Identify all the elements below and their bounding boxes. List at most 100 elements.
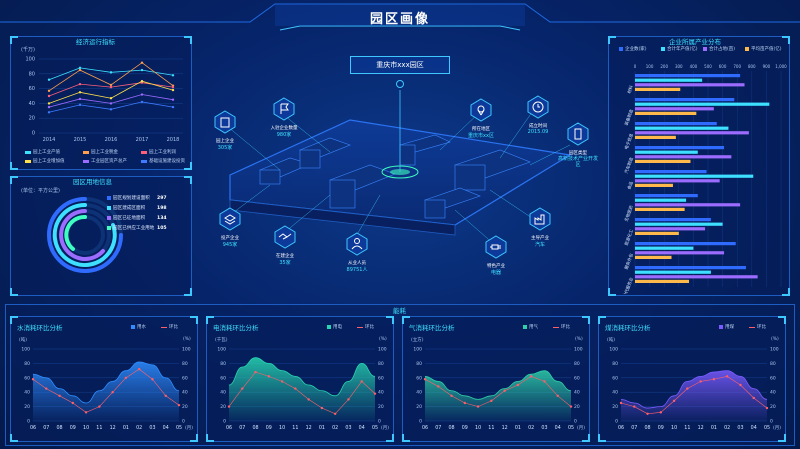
industry-bar <box>635 102 770 106</box>
energy-legend-b[interactable]: 环比 <box>357 324 374 330</box>
energy-y-tick-right: 20 <box>574 404 580 410</box>
energy-x-tick: 07 <box>435 425 441 431</box>
legend-label: 环比 <box>365 325 374 330</box>
energy-y-tick-left: 0 <box>27 419 30 425</box>
energy-ratio-point <box>423 378 427 381</box>
energy-area-line <box>228 357 376 397</box>
legend-label: 环比 <box>561 325 570 330</box>
building-icon <box>214 110 236 134</box>
energy-x-tick: 06 <box>226 425 232 431</box>
energy-y-tick-left: 40 <box>220 390 226 396</box>
energy-x-tick: 11 <box>488 425 494 431</box>
legend-label: 用电 <box>333 325 342 330</box>
energy-panel-title: 水消耗环比分析 <box>17 324 63 332</box>
industry-bar <box>635 74 741 78</box>
legend-swatch <box>141 150 147 154</box>
econ-legend-item[interactable]: 园上工业增加值 <box>25 158 65 164</box>
energy-legend-a[interactable]: 用水 <box>131 324 146 330</box>
industry-legend-item[interactable]: 合计占地(亩) <box>703 46 735 52</box>
energy-y-tick-left: 100 <box>413 347 422 353</box>
industry-legend-item[interactable]: 企业数(家) <box>619 46 647 52</box>
energy-x-tick: 01 <box>319 425 325 431</box>
industry-panel: 企业所属产业分布 企业数(家)合计年产值(亿)合计占地(亩)平均亩产值(亿) 0… <box>608 36 790 296</box>
industry-category-label: 装备制造 <box>623 108 636 127</box>
energy-y-tick-left: 40 <box>416 390 422 396</box>
energy-x-tick: 09 <box>266 425 272 431</box>
econ-legend-item[interactable]: 工业园区资产总产 <box>83 158 127 164</box>
legend-label: 园上工业税金 <box>91 150 118 155</box>
energy-area <box>33 361 179 421</box>
energy-unit-right: (%) <box>771 337 779 342</box>
legend-swatch <box>357 326 363 328</box>
industry-bar <box>635 194 698 198</box>
land-ring-supplied <box>64 214 87 251</box>
energy-x-tick: 01 <box>515 425 521 431</box>
energy-x-tick: 07 <box>631 425 637 431</box>
econ-legend-item[interactable]: 园上工业税金 <box>83 149 118 155</box>
energy-y-tick-right: 80 <box>574 361 580 367</box>
node-category[interactable]: 园区类型高新技术产业开发区 <box>556 122 600 168</box>
energy-y-tick-right: 60 <box>378 375 384 381</box>
legend-label: 园上工业增加值 <box>33 159 65 164</box>
energy-y-tick-right: 40 <box>182 390 188 396</box>
energy-y-tick-right: 20 <box>182 404 188 410</box>
industry-x-tick: 800 <box>748 64 756 69</box>
energy-y-tick-left: 0 <box>615 419 618 425</box>
energy-legend-a[interactable]: 用电 <box>327 324 342 330</box>
industry-bar <box>635 78 703 82</box>
legend-label: 环比 <box>757 325 766 330</box>
energy-legend-a[interactable]: 用气 <box>523 324 538 330</box>
energy-x-tick: 03 <box>541 425 547 431</box>
energy-legend-b[interactable]: 环比 <box>553 324 570 330</box>
energy-unit-left: (吨) <box>19 338 28 343</box>
industry-legend-item[interactable]: 合计年产值(亿) <box>661 46 698 52</box>
node-main-industry[interactable]: 主导产业汽车 <box>522 207 558 248</box>
industry-bar <box>635 135 676 139</box>
node-location[interactable]: 所在地区重庆市xx区 <box>461 98 501 139</box>
energy-legend-b[interactable]: 环比 <box>749 324 766 330</box>
energy-x-tick: 08 <box>448 425 454 431</box>
energy-x-tick: 10 <box>671 425 677 431</box>
energy-legend-a[interactable]: 用煤 <box>719 324 734 330</box>
legend-swatch <box>161 326 167 328</box>
energy-legend-b[interactable]: 环比 <box>161 324 178 330</box>
legend-label: 平均亩产值(亿) <box>751 47 782 52</box>
legend-swatch <box>131 325 135 329</box>
person-icon <box>346 232 368 256</box>
industry-bar <box>635 227 706 231</box>
legend-swatch <box>83 159 89 163</box>
legend-swatch <box>523 325 527 329</box>
econ-y-tick: 80 <box>29 71 35 77</box>
energy-ratio-line <box>228 371 376 415</box>
energy-y-tick-right: 0 <box>574 419 577 425</box>
econ-legend-item[interactable]: 园上工业利润 <box>141 149 176 155</box>
industry-bar <box>635 150 698 154</box>
energy-unit-right: (%) <box>183 337 191 342</box>
industry-legend-item[interactable]: 平均亩产值(亿) <box>745 46 782 52</box>
industry-category-label: 材料 <box>625 84 635 95</box>
econ-legend-item[interactable]: 园上工业产值 <box>25 149 60 155</box>
energy-section-title: 能耗 <box>393 307 406 315</box>
econ-legend-item[interactable]: 基础设施建设投资 <box>141 158 185 164</box>
energy-x-tick: 01 <box>711 425 717 431</box>
energy-y-tick-left: 80 <box>416 361 422 367</box>
node-special-industry[interactable]: 特色产业电器 <box>478 235 514 276</box>
energy-y-tick-right: 100 <box>378 347 387 353</box>
energy-y-tick-right: 40 <box>770 390 776 396</box>
industry-x-tick: 600 <box>719 64 727 69</box>
industry-bar <box>635 111 697 115</box>
energy-area-line <box>32 361 180 404</box>
econ-series-line <box>48 67 174 81</box>
industry-bar <box>635 246 694 250</box>
